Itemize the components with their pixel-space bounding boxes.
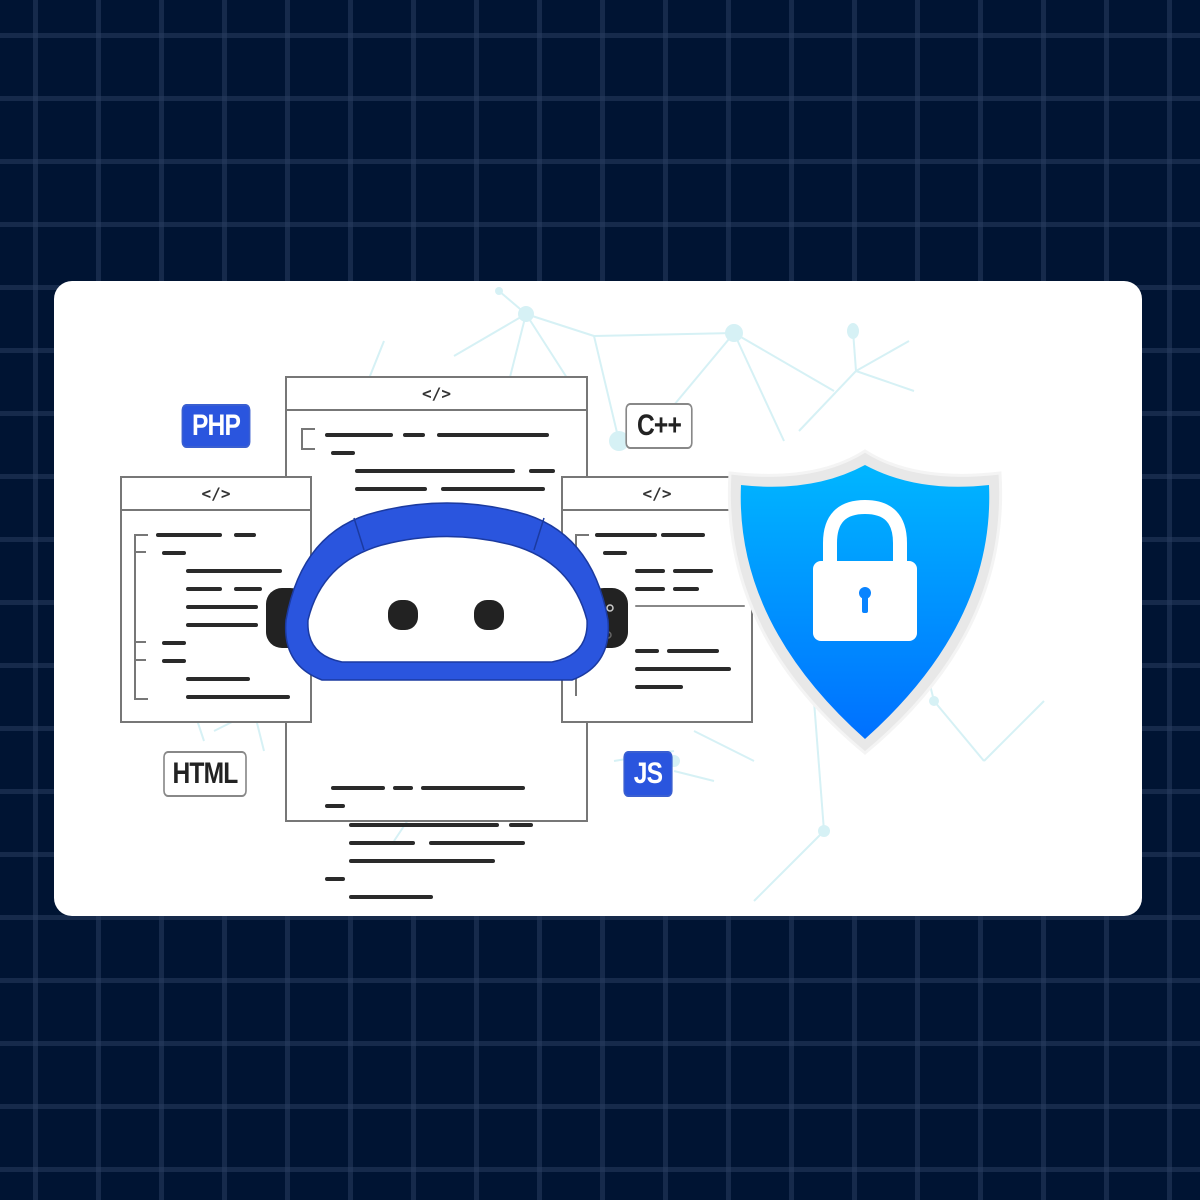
code-tag-icon: </>: [122, 478, 310, 511]
badge-html: HTML: [163, 751, 247, 797]
badge-js: JS: [623, 751, 673, 797]
robot-head-icon: [266, 502, 628, 681]
code-tag-icon: </>: [563, 478, 751, 511]
badge-php: PHP: [181, 404, 251, 448]
shield-lock-icon: [727, 449, 1003, 755]
illustration-card: </> </>: [54, 281, 1142, 916]
code-tag-icon: </>: [287, 378, 586, 411]
badge-cpp: C++: [625, 403, 693, 449]
